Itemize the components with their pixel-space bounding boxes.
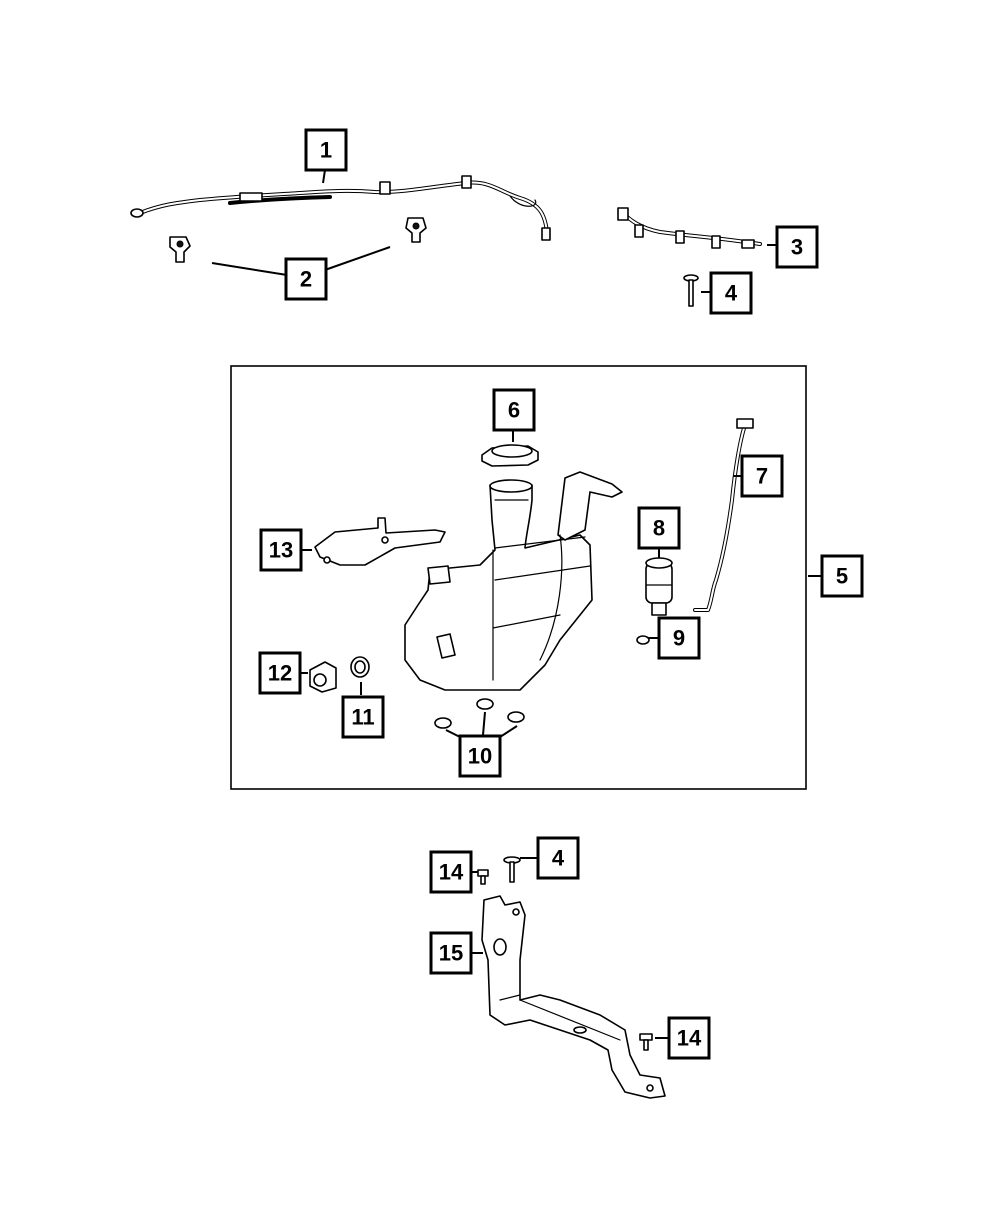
callout-9: 9 [657,616,701,660]
callout-14-bottom: 14 [667,1016,711,1060]
callout-1: 1 [304,128,348,172]
callout-1-label: 1 [320,138,332,163]
reservoir-group-frame [230,365,807,790]
callout-14-bottom-label: 14 [677,1026,702,1051]
screw-bottom-right [639,1033,653,1051]
callout-12-label: 12 [268,661,292,686]
callout-5: 5 [820,554,864,598]
callout-3-label: 3 [791,235,803,260]
callout-11: 11 [341,695,385,739]
callout-8-label: 8 [653,516,665,541]
leader-lines [211,169,823,1039]
reservoir-hose [693,418,754,612]
callout-11-label: 11 [351,705,374,730]
callout-2: 2 [284,257,328,301]
callout-3: 3 [775,225,819,269]
callout-14-top: 14 [429,850,473,894]
callout-6-label: 6 [508,398,520,423]
washer-pump [645,557,673,616]
callout-15-label: 15 [439,941,463,966]
washer-nozzle-left [169,236,191,263]
callout-4-top-label: 4 [725,281,738,306]
screw-bottom-left [477,869,489,885]
callout-13: 13 [259,528,303,572]
callout-14-top-label: 14 [439,860,464,885]
callout-10-label: 10 [468,744,492,769]
sensor-grommet [350,656,370,678]
filler-cap [481,444,539,467]
reservoir-support-bracket [481,895,666,1099]
callout-8: 8 [637,506,681,550]
callout-7: 7 [740,454,784,498]
callout-4-bottom: 4 [536,836,580,880]
nuts [434,698,525,729]
callout-5-label: 5 [836,564,848,589]
callout-12: 12 [258,651,302,695]
callout-6: 6 [492,388,536,432]
reservoir-bracket [314,517,446,566]
callout-9-label: 9 [673,626,685,651]
callout-4-bottom-label: 4 [552,846,565,871]
rear-washer-hose [617,207,762,249]
callout-15: 15 [429,931,473,975]
callout-13-label: 13 [269,538,293,563]
bolt-top [683,274,699,307]
pump-grommet [636,635,650,645]
washer-nozzle-right [405,217,427,243]
callout-2-label: 2 [300,267,312,292]
bolt-bottom [503,856,521,883]
washer-reservoir [404,471,623,691]
callout-4-top: 4 [709,271,753,315]
washer-hose-assembly [130,175,551,241]
level-sensor [309,661,337,693]
callout-10: 10 [458,734,502,778]
callout-7-label: 7 [756,464,768,489]
